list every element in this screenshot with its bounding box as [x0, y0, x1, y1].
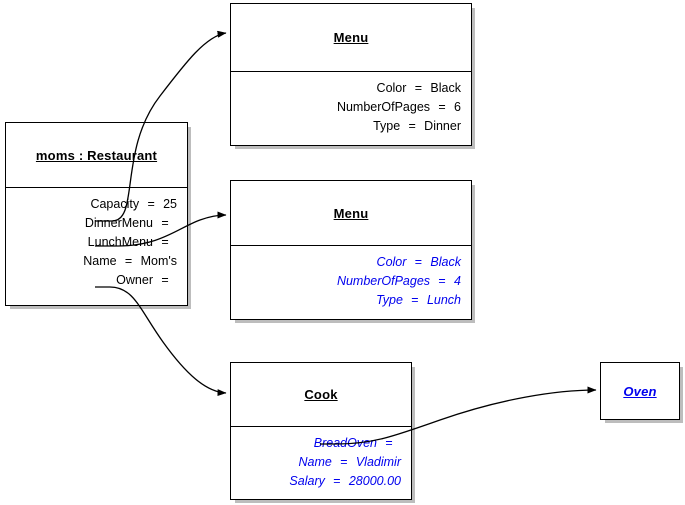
attribute-equals: =: [333, 474, 341, 488]
object-header-oven: Oven: [601, 363, 679, 419]
attribute-name: Capacity: [90, 197, 140, 211]
attribute-value: 4: [454, 274, 461, 288]
object-title-menu-dinner: Menu: [333, 30, 369, 45]
attribute-value: Lunch: [426, 293, 461, 307]
attribute-name: BreadOven: [313, 436, 377, 450]
attribute-value: Black: [430, 255, 461, 269]
attribute-row: BreadOven =: [237, 434, 401, 453]
attribute-row: LunchMenu =: [12, 233, 177, 252]
attribute-equals: =: [161, 216, 169, 230]
attribute-row: Color = Black: [237, 253, 461, 272]
attribute-equals: =: [124, 254, 133, 268]
object-header-menu-dinner: Menu: [231, 4, 471, 71]
object-attributes-restaurant: Capacity = 25 DinnerMenu = LunchMenu = N…: [6, 188, 187, 294]
attribute-row: DinnerMenu =: [12, 214, 177, 233]
attribute-value: 28000.00: [348, 474, 401, 488]
attribute-equals: =: [340, 455, 348, 469]
attribute-row: Color = Black: [237, 79, 461, 98]
attribute-equals: =: [147, 197, 155, 211]
attribute-name: DinnerMenu: [84, 216, 153, 230]
object-box-cook[interactable]: Cook BreadOven = Name = Vladimir Salary …: [230, 362, 412, 500]
object-header-restaurant: moms : Restaurant: [6, 123, 187, 187]
attribute-equals: =: [414, 81, 423, 95]
attribute-name: NumberOfPages: [336, 274, 431, 288]
object-header-menu-lunch: Menu: [231, 181, 471, 245]
attribute-name: Salary: [289, 474, 325, 488]
attribute-equals: =: [411, 293, 419, 307]
attribute-name: Color: [376, 255, 407, 269]
attribute-row: NumberOfPages = 6: [237, 98, 461, 117]
attribute-row: Salary = 28000.00: [237, 472, 401, 491]
attribute-name: Type: [373, 119, 401, 133]
attribute-name: Color: [376, 81, 407, 95]
object-box-menu-lunch[interactable]: Menu Color = Black NumberOfPages = 4 Typ…: [230, 180, 472, 320]
attribute-row: Type = Dinner: [237, 117, 461, 136]
attribute-value: 6: [454, 100, 461, 114]
attribute-equals: =: [385, 436, 393, 450]
attribute-name: LunchMenu: [87, 235, 153, 249]
object-title-cook: Cook: [304, 387, 338, 402]
attribute-name: Name: [83, 254, 117, 268]
object-box-restaurant[interactable]: moms : Restaurant Capacity = 25 DinnerMe…: [5, 122, 188, 306]
object-title-menu-lunch: Menu: [333, 205, 369, 221]
object-header-cook: Cook: [231, 363, 411, 426]
attribute-name: Type: [376, 293, 403, 307]
compartment-divider: [231, 245, 471, 246]
attribute-equals: =: [161, 235, 169, 249]
object-title-oven: Oven: [623, 383, 657, 399]
object-attributes-menu-dinner: Color = Black NumberOfPages = 6 Type = D…: [231, 72, 471, 140]
attribute-row: NumberOfPages = 4: [237, 272, 461, 291]
object-attributes-menu-lunch: Color = Black NumberOfPages = 4 Type = L…: [231, 246, 471, 314]
attribute-row: Owner =: [12, 271, 177, 290]
object-attributes-cook: BreadOven = Name = Vladimir Salary = 280…: [231, 427, 411, 495]
object-box-oven[interactable]: Oven: [600, 362, 680, 420]
attribute-name: NumberOfPages: [336, 100, 431, 114]
attribute-value: Mom's: [140, 254, 177, 268]
attribute-equals: =: [161, 273, 169, 287]
attribute-equals: =: [414, 255, 423, 269]
attribute-equals: =: [408, 119, 416, 133]
attribute-row: Name = Vladimir: [237, 453, 402, 472]
attribute-value: 25: [163, 197, 177, 211]
attribute-value: Dinner: [424, 119, 461, 133]
attribute-name: Owner: [116, 273, 153, 287]
attribute-value: Vladimir: [355, 455, 401, 469]
attribute-name: Name: [298, 455, 332, 469]
compartment-divider: [231, 71, 471, 72]
attribute-value: Black: [430, 81, 461, 95]
attribute-row: Capacity = 25: [12, 195, 177, 214]
attribute-row: Type = Lunch: [237, 291, 461, 310]
attribute-equals: =: [438, 274, 446, 288]
object-box-menu-dinner[interactable]: Menu Color = Black NumberOfPages = 6 Typ…: [230, 3, 472, 146]
attribute-row: Name = Mom's: [12, 252, 177, 271]
attribute-equals: =: [438, 100, 446, 114]
object-title-restaurant: moms : Restaurant: [35, 147, 158, 163]
